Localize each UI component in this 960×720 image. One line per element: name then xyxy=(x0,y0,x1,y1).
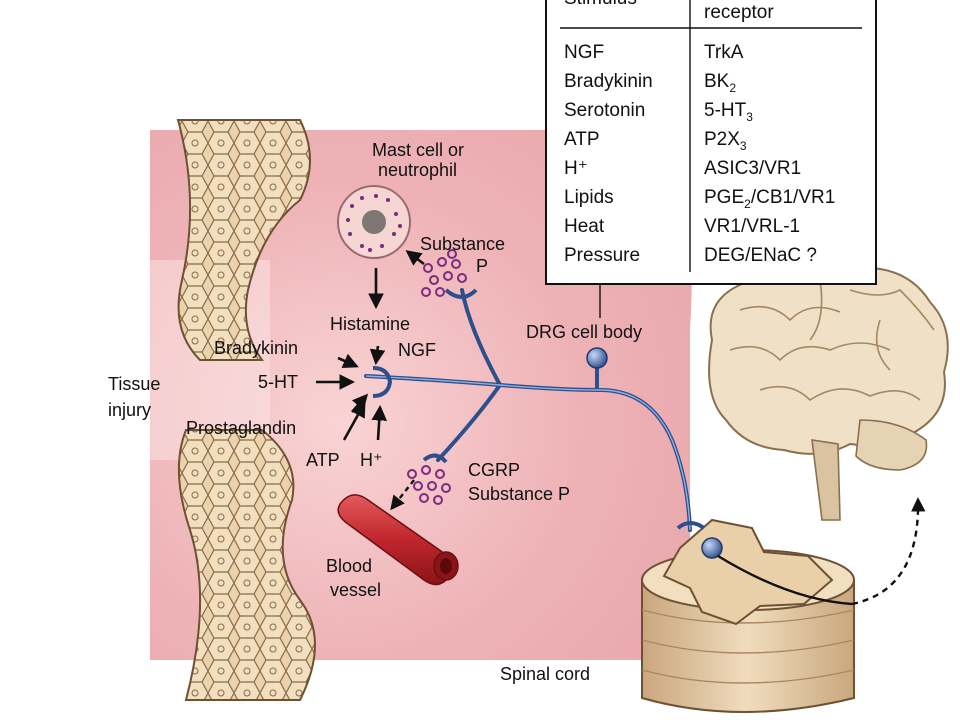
label-ngf: NGF xyxy=(398,340,436,360)
label-histamine: Histamine xyxy=(330,314,410,334)
table-receptor-1: BK2 xyxy=(704,71,736,95)
label-substance-2: P xyxy=(476,256,488,276)
arrows xyxy=(316,250,425,441)
central-terminal xyxy=(676,521,706,530)
neuron-outline xyxy=(365,375,691,531)
label-h-plus: H⁺ xyxy=(360,450,383,470)
label-vessel: vessel xyxy=(330,580,381,600)
label-cgrp: CGRP xyxy=(468,460,520,480)
label-spinal-cord: Spinal cord xyxy=(500,664,590,684)
table-receptor-3: P2X3 xyxy=(704,129,747,153)
label-bradykinin: Bradykinin xyxy=(214,338,298,358)
ascending-arrow xyxy=(851,497,926,606)
peripheral-terminal xyxy=(372,366,393,398)
substance-p-granules xyxy=(421,249,467,297)
brain xyxy=(708,259,949,521)
table-stimulus-7: Pressure xyxy=(564,245,640,266)
upper-terminal xyxy=(444,288,478,299)
label-substance-p-lower: Substance P xyxy=(468,484,570,504)
table-stimulus-3: ATP xyxy=(564,129,600,150)
projection-neuron xyxy=(717,554,853,606)
label-substance-1: Substance xyxy=(420,234,505,254)
table-header-stimulus: Stimulus xyxy=(564,0,637,9)
table-stimulus-6: Heat xyxy=(564,216,605,237)
table-stimulus-5: Lipids xyxy=(564,187,614,208)
blood-vessel xyxy=(337,494,459,586)
label-prostaglandin: Prostaglandin xyxy=(186,418,296,438)
table-stimulus-1: Bradykinin xyxy=(564,71,653,92)
drg-cell-body xyxy=(586,347,608,369)
label-drg-cell-body: DRG cell body xyxy=(526,322,642,342)
table-stimulus-2: Serotonin xyxy=(564,100,645,121)
label-tissue: Tissue xyxy=(108,374,160,394)
label-5ht: 5-HT xyxy=(258,372,298,392)
table-receptor-6: VR1/VRL-1 xyxy=(704,216,800,237)
epithelium-upper xyxy=(176,119,311,361)
label-atp: ATP xyxy=(306,450,340,470)
dorsal-horn-synapse xyxy=(701,537,723,559)
label-injury: injury xyxy=(108,400,151,420)
epithelium-lower xyxy=(177,429,316,701)
table-receptor-5: PGE2/CB1/VR1 xyxy=(704,187,835,211)
lower-terminal xyxy=(422,453,448,464)
label-mast-cell-2: neutrophil xyxy=(378,160,457,180)
label-mast-cell-1: Mast cell or xyxy=(372,140,464,160)
stimulus-receptor-table xyxy=(545,0,877,318)
table-receptor-7: DEG/ENaC ? xyxy=(704,245,817,266)
table-stimulus-0: NGF xyxy=(564,42,604,63)
table-header-receptor: receptor xyxy=(704,2,774,23)
cgrp-granules xyxy=(407,465,451,505)
release-arrow xyxy=(390,479,415,511)
table-stimulus-4: H⁺ xyxy=(564,158,588,179)
table-receptor-2: 5-HT3 xyxy=(704,100,753,124)
table-receptor-4: ASIC3/VR1 xyxy=(704,158,801,179)
table-receptor-0: TrkA xyxy=(704,42,744,63)
label-blood: Blood xyxy=(326,556,372,576)
mast-cell xyxy=(337,185,411,259)
